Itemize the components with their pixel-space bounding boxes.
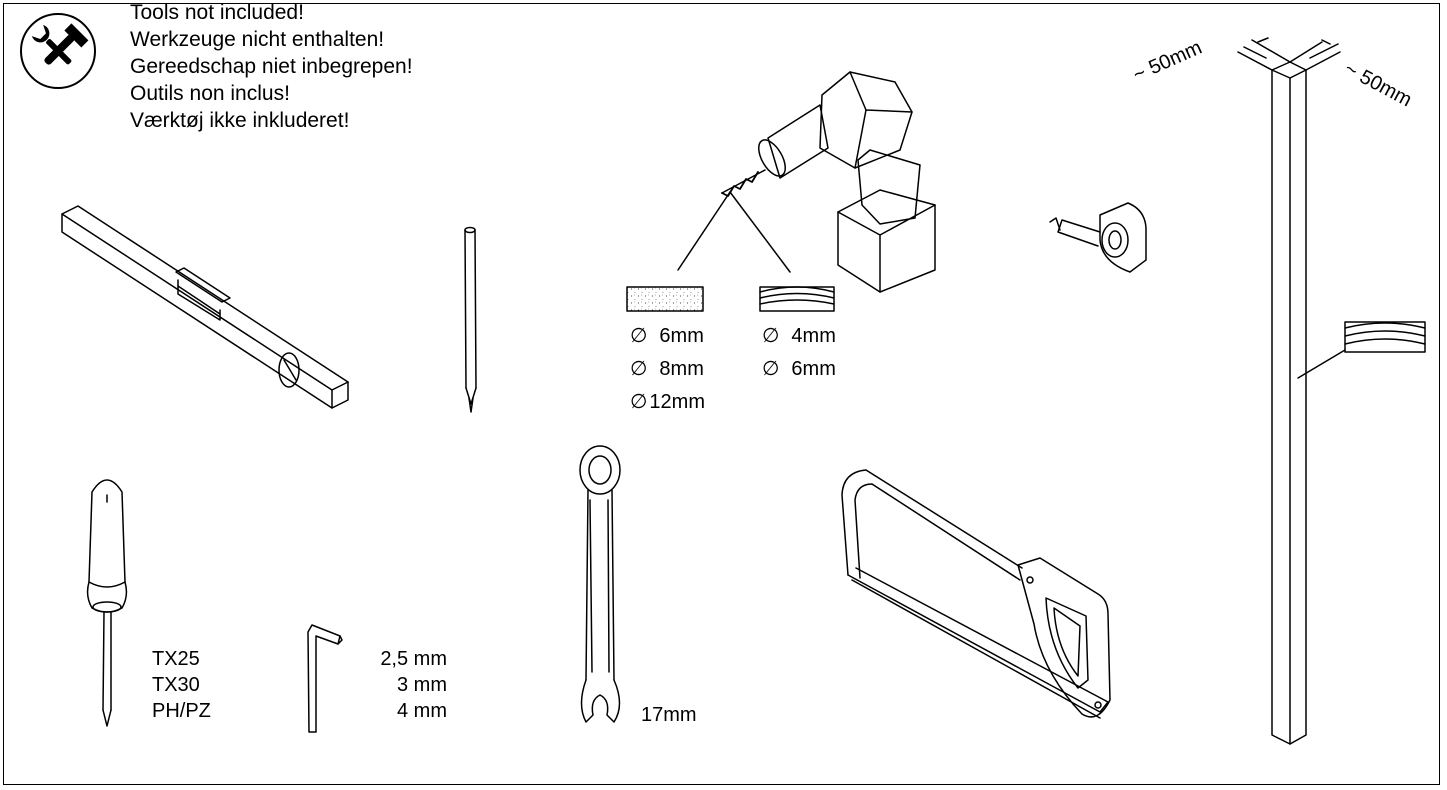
masonry-bit-sizes: ∅6mm ∅8mm ∅12mm bbox=[630, 319, 705, 418]
masonry-bit-8: ∅8mm bbox=[630, 356, 704, 380]
tape-measure-icon bbox=[1049, 202, 1147, 273]
pencil-icon bbox=[464, 226, 477, 413]
hex-key-sizes: 2,5 mm 3 mm 4 mm bbox=[355, 646, 447, 724]
screwdriver-icon bbox=[86, 479, 128, 727]
wood-bit-6: ∅6mm bbox=[762, 356, 836, 380]
hacksaw-icon bbox=[841, 469, 1111, 719]
hex-key-icon bbox=[307, 624, 343, 733]
hex-size-3: 3 mm bbox=[397, 674, 447, 696]
bit-tx30: TX30 bbox=[152, 674, 200, 696]
post-dimension-lines bbox=[1237, 37, 1341, 71]
bit-ph-pz: PH/PZ bbox=[152, 700, 211, 722]
notice-line-da: Værktøj ikke inkluderet! bbox=[130, 109, 350, 132]
diameter-symbol: ∅ bbox=[630, 389, 648, 413]
page-border bbox=[3, 3, 1440, 785]
drill-icon bbox=[721, 71, 936, 293]
wood-swatch-icon bbox=[759, 286, 835, 312]
wood-bit-sizes: ∅4mm ∅6mm bbox=[762, 319, 836, 385]
notice-line-en: Tools not included! bbox=[130, 1, 304, 24]
notice-line-de: Werkzeuge nicht enthalten! bbox=[130, 28, 385, 51]
masonry-bit-6: ∅6mm bbox=[630, 323, 704, 347]
tools-icon bbox=[20, 13, 96, 89]
tools-not-included-notice: Tools not included! Werkzeuge nicht enth… bbox=[130, 0, 413, 134]
screwdriver-bits: TX25 TX30 PH/PZ bbox=[152, 646, 211, 724]
post-wood-swatch-icon bbox=[1297, 321, 1426, 379]
diameter-symbol: ∅ bbox=[762, 356, 780, 380]
wrench-size: 17mm bbox=[641, 704, 697, 726]
wrench-icon bbox=[579, 445, 621, 723]
hex-size-2-5: 2,5 mm bbox=[380, 648, 447, 670]
diameter-symbol: ∅ bbox=[630, 323, 648, 347]
wood-bit-4: ∅4mm bbox=[762, 323, 836, 347]
notice-line-fr: Outils non inclus! bbox=[130, 82, 290, 105]
concrete-swatch-icon bbox=[626, 286, 704, 312]
diameter-symbol: ∅ bbox=[762, 323, 780, 347]
masonry-bit-12: ∅12mm bbox=[630, 389, 705, 413]
spirit-level-icon bbox=[61, 205, 349, 409]
hex-size-4: 4 mm bbox=[397, 700, 447, 722]
notice-line-nl: Gereedschap niet inbegrepen! bbox=[130, 55, 413, 78]
bit-tx25: TX25 bbox=[152, 648, 200, 670]
drill-leader-lines bbox=[677, 191, 791, 273]
diameter-symbol: ∅ bbox=[630, 356, 648, 380]
wooden-post-icon bbox=[1271, 61, 1307, 745]
